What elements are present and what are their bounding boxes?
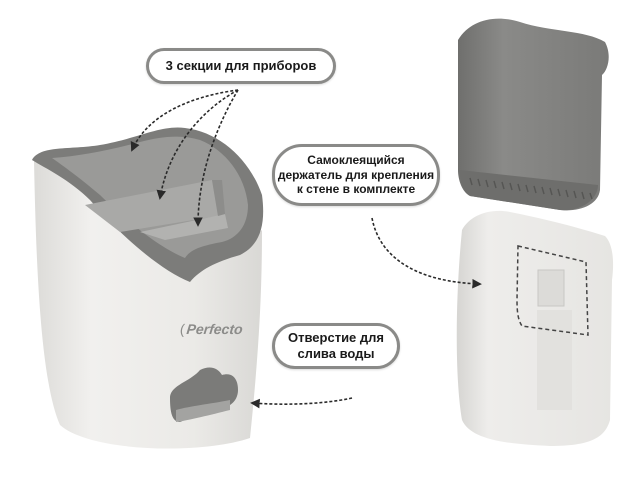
callout-arrows — [130, 89, 482, 409]
removable-insert — [458, 18, 609, 211]
back-view — [456, 210, 614, 446]
brand-logo: (Perfecto — [179, 321, 244, 337]
label-drain-hole: Отверстие для слива воды — [272, 323, 400, 369]
main-product — [32, 127, 264, 449]
label-wall-holder: Самоклеящийся держатель для крепления к … — [272, 144, 440, 206]
brand-name: Perfecto — [185, 321, 244, 337]
label-sections: 3 секции для приборов — [146, 48, 336, 84]
